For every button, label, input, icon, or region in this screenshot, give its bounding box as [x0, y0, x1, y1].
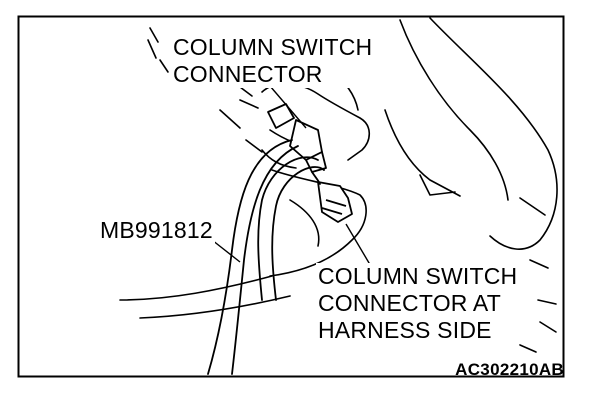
lower-housing-inner: [289, 199, 320, 247]
lower-housing: [269, 169, 367, 277]
dash-stroke-6: [239, 99, 259, 109]
dash-stroke-8: [245, 139, 263, 153]
callout-line: COLUMN SWITCH: [318, 263, 518, 289]
column-cover-lower-edge: [384, 109, 461, 197]
column-cover-inner-edge: [399, 19, 509, 201]
figure-frame: [17, 15, 565, 378]
leader-column-switch-connector: [269, 85, 307, 129]
callout-tool-part-number: MB991812: [98, 217, 215, 244]
test-harness-cable-2: [231, 145, 299, 375]
leader-harness-side-connector: [345, 223, 373, 269]
leader-tool: [211, 239, 241, 263]
panel-dash-1: [529, 259, 549, 269]
lower-panel-line-1: [419, 174, 456, 196]
lower-panel-line-2: [519, 197, 546, 216]
panel-dash-4: [519, 344, 537, 353]
callout-line: CONNECTOR AT: [318, 290, 502, 316]
dash-stroke-7: [219, 109, 241, 129]
figure-code: AC302210AB: [455, 360, 564, 379]
knee-panel-line-2: [139, 295, 291, 319]
callout-line: CONNECTOR: [173, 61, 323, 87]
test-harness-cable-1: [207, 139, 293, 375]
panel-dash-2: [537, 299, 557, 305]
steering-column-cover: [429, 17, 558, 250]
harness-side-connector: [317, 181, 353, 223]
callout-line: HARNESS SIDE: [318, 317, 492, 343]
test-harness-cable-4: [271, 166, 325, 301]
test-harness-cable-3: [257, 156, 319, 301]
callout-line: COLUMN SWITCH: [173, 34, 373, 60]
column-switch-connector: [267, 103, 327, 173]
callout-column-switch-connector-at-harness-side: COLUMN SWITCH CONNECTOR AT HARNESS SIDE: [316, 263, 520, 344]
dash-stroke-1: [149, 27, 159, 43]
knee-panel-line-1: [119, 275, 273, 301]
harness-wire-to-connector: [311, 171, 321, 185]
callout-column-switch-connector: COLUMN SWITCH CONNECTOR: [171, 34, 375, 88]
dash-stroke-3: [159, 59, 169, 73]
callout-line: MB991812: [100, 217, 213, 243]
dash-stroke-2: [147, 39, 157, 59]
panel-dash-3: [539, 321, 557, 333]
